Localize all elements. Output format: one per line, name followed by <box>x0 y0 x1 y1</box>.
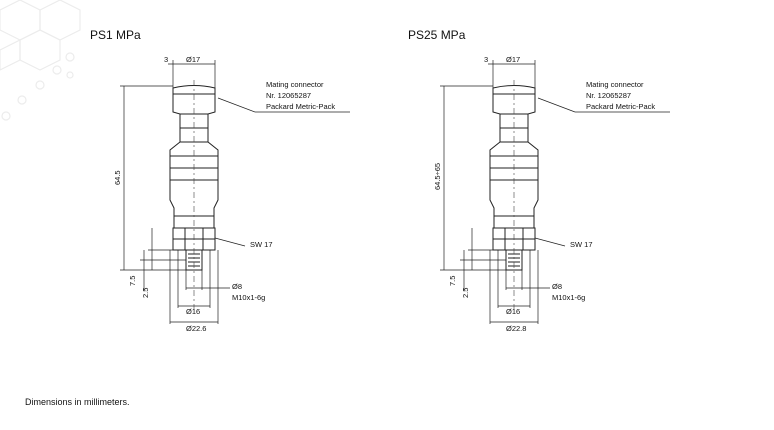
drawing-title-ps1: PS1 MPa <box>90 28 141 42</box>
dim-shoulder: Ø16 <box>506 307 520 316</box>
dim-bore: Ø8 <box>552 282 562 291</box>
footer-note: Dimensions in millimeters. <box>25 397 130 407</box>
connector-note-line1: Mating connector <box>586 80 644 89</box>
connector-note-line3: Packard Metric-Pack <box>266 102 335 111</box>
dim-top-diameter: Ø17 <box>186 55 200 64</box>
dim-overall-height: 64.5 <box>113 170 122 185</box>
dim-shoulder: Ø16 <box>186 307 200 316</box>
dim-top-offset: 3 <box>164 55 168 64</box>
dim-hex-offset: 7.5 <box>448 276 457 286</box>
dim-wrench: SW 17 <box>570 240 593 249</box>
dim-thread-length: 2.5 <box>141 288 150 298</box>
sensor-drawing-ps1: 3 Ø17 64.5 7.5 2.5 Ø8 M10x1-6g Ø16 Ø22.6… <box>100 50 360 340</box>
dim-overall-height: 64.5÷65 <box>433 163 442 190</box>
dim-wrench: SW 17 <box>250 240 273 249</box>
dim-thread: M10x1-6g <box>232 293 265 302</box>
background-decoration <box>0 0 81 121</box>
dim-bore: Ø8 <box>232 282 242 291</box>
dim-flange: Ø22.8 <box>506 324 526 333</box>
sensor-drawing-ps25: 3 Ø17 64.5÷65 7.5 2.5 Ø8 M10x1-6g Ø16 Ø2… <box>420 50 680 340</box>
dim-top-offset: 3 <box>484 55 488 64</box>
connector-note-line2: Nr. 12065287 <box>586 91 631 100</box>
connector-note-line2: Nr. 12065287 <box>266 91 311 100</box>
dim-top-diameter: Ø17 <box>506 55 520 64</box>
connector-note-line3: Packard Metric-Pack <box>586 102 655 111</box>
dim-hex-offset: 7.5 <box>128 276 137 286</box>
dim-thread-length: 2.5 <box>461 288 470 298</box>
dim-thread: M10x1-6g <box>552 293 585 302</box>
drawing-title-ps25: PS25 MPa <box>408 28 466 42</box>
dim-flange: Ø22.6 <box>186 324 206 333</box>
connector-note-line1: Mating connector <box>266 80 324 89</box>
